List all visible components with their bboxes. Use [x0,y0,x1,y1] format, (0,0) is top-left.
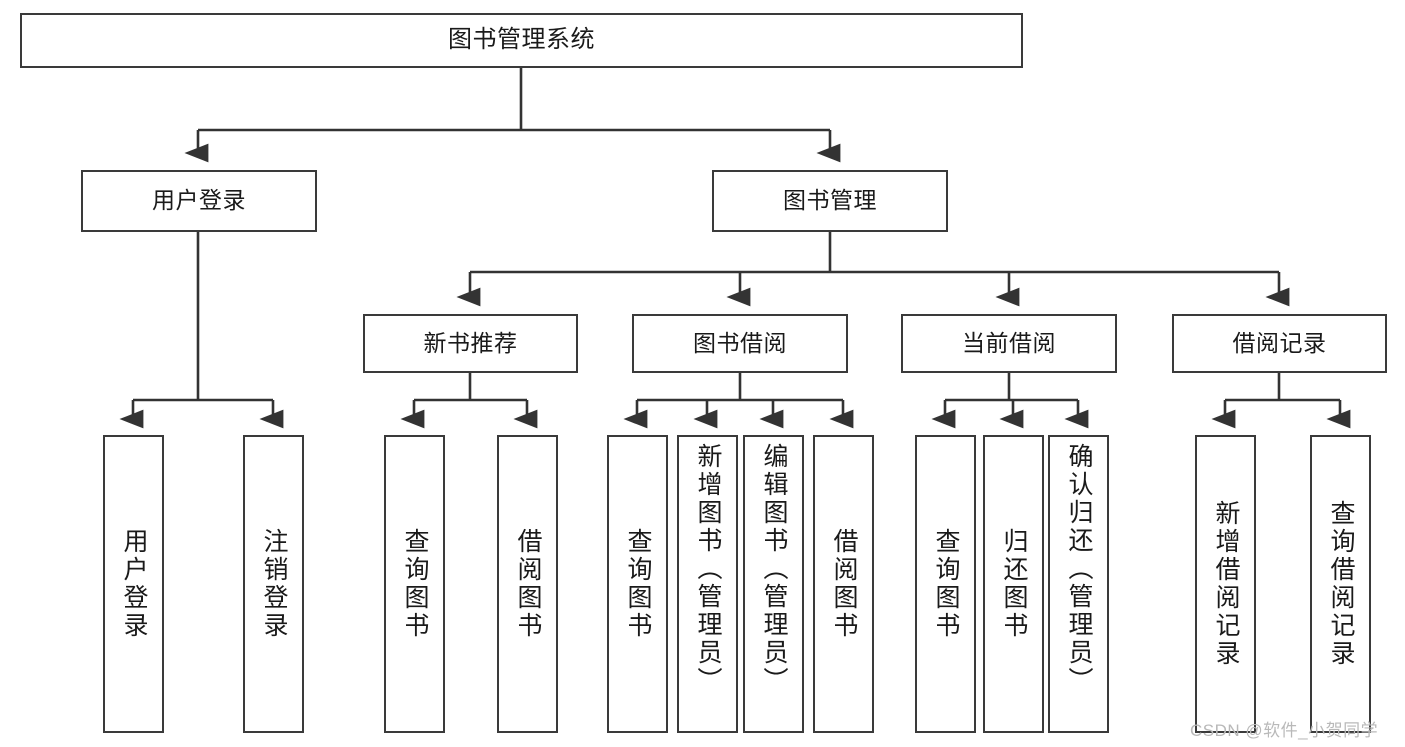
node-label: 归还图书 [1000,528,1028,640]
node-label: 查询借阅记录 [1327,500,1355,668]
node-label: 新增图书（管理员） [694,443,722,695]
leaf-borrow-book-recommend[interactable]: 借阅图书 [497,435,558,733]
node-label: 用户登录 [152,187,246,214]
leaf-edit-book[interactable]: 编辑图书（管理员） [743,435,804,733]
leaf-return-book[interactable]: 归还图书 [983,435,1044,733]
node-label: 借阅图书 [830,528,858,640]
leaf-query-book-recommend[interactable]: 查询图书 [384,435,445,733]
node-label: 新书推荐 [423,329,518,356]
csdn-watermark: CSDN @软件_小贺同学 [1190,721,1379,740]
leaf-add-book[interactable]: 新增图书（管理员） [677,435,738,733]
node-label: 查询图书 [401,528,429,640]
node-book-management[interactable]: 图书管理 [712,170,948,232]
node-label: 查询图书 [624,528,652,640]
node-label: 借阅记录 [1232,329,1327,356]
node-current-borrow[interactable]: 当前借阅 [901,314,1117,373]
leaf-query-book-current[interactable]: 查询图书 [915,435,976,733]
leaf-confirm-return[interactable]: 确认归还（管理员） [1048,435,1109,733]
node-user-login[interactable]: 用户登录 [81,170,317,232]
node-label: 新增借阅记录 [1212,500,1240,668]
leaf-add-borrow-record[interactable]: 新增借阅记录 [1195,435,1256,733]
node-label: 借阅图书 [514,528,542,640]
node-new-book-recommend[interactable]: 新书推荐 [363,314,578,373]
node-label: 用户登录 [120,528,148,640]
leaf-logout[interactable]: 注销登录 [243,435,304,733]
node-label: 图书借阅 [693,329,787,356]
leaf-borrow-book[interactable]: 借阅图书 [813,435,874,733]
node-label: 确认归还（管理员） [1065,443,1093,695]
node-book-borrow[interactable]: 图书借阅 [632,314,848,373]
node-label: 查询图书 [932,528,960,640]
node-root-system[interactable]: 图书管理系统 [20,13,1023,68]
node-label: 图书管理系统 [448,26,595,54]
node-borrow-record[interactable]: 借阅记录 [1172,314,1387,373]
node-label: 当前借阅 [962,329,1056,356]
leaf-query-borrow-record[interactable]: 查询借阅记录 [1310,435,1371,733]
node-label: 编辑图书（管理员） [760,443,788,695]
leaf-query-book-borrow[interactable]: 查询图书 [607,435,668,733]
node-label: 图书管理 [783,187,877,214]
leaf-user-login[interactable]: 用户登录 [103,435,164,733]
node-label: 注销登录 [260,528,288,640]
